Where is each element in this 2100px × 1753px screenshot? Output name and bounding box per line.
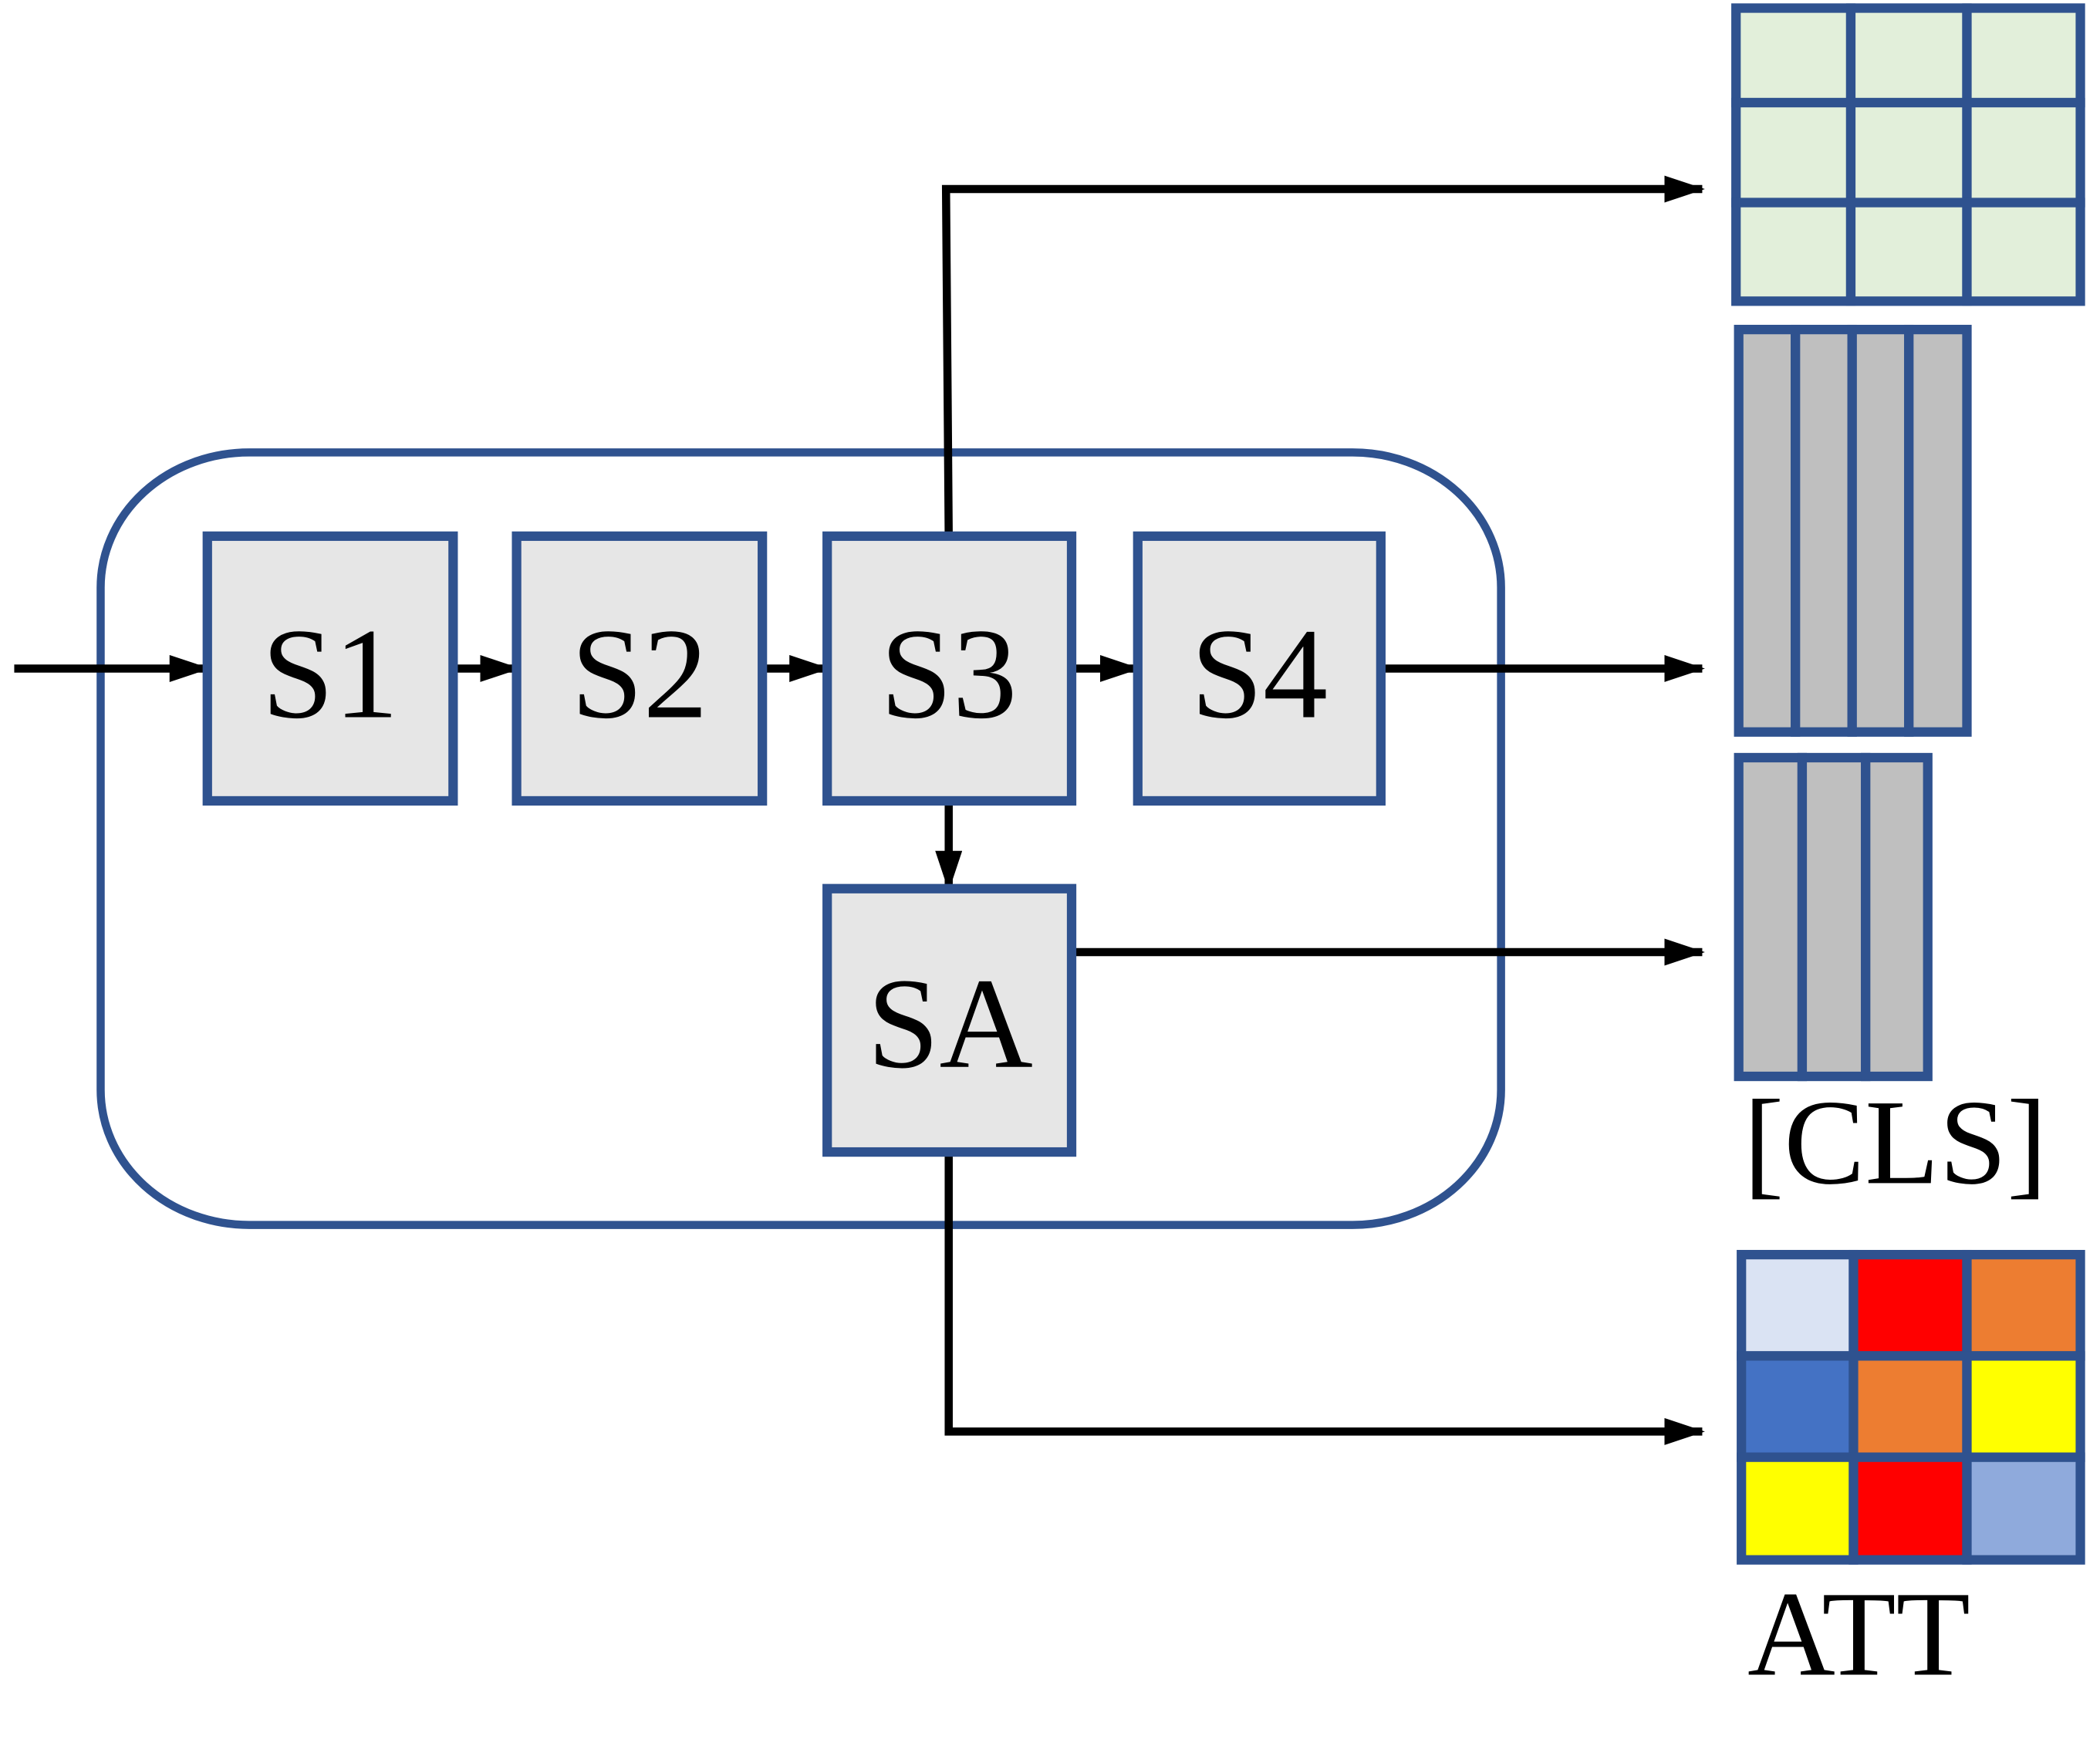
grid-cell [1731,198,1856,306]
cls-token-column [1861,752,1933,1082]
att-cell [1848,1249,1972,1361]
att-cell [1962,1452,2085,1565]
att-cell [1737,1351,1859,1462]
att-cell [1962,1249,2085,1361]
att-cell [1962,1351,2085,1462]
stage-boxes [202,531,1386,1157]
arrow-sa-to-att [944,1154,1705,1445]
stage-label-s4: S4 [1191,602,1328,745]
stage-label-s3: S3 [880,602,1017,745]
stage-label-s2: S2 [571,602,707,745]
stage-box-s3 [822,531,1077,806]
grid-cell [1962,198,2085,306]
stage-box-s4 [1133,531,1386,806]
att-cell [1848,1452,1972,1565]
cls-token-column [1797,752,1871,1082]
stage-box-s2 [511,531,768,806]
token-column [1847,324,1914,737]
stage-label-sa: SA [867,952,1033,1096]
cls-tokens-output [1734,752,1933,1082]
token-column [1734,324,1801,737]
att-label: ATT [1747,1567,1970,1701]
att-cell [1737,1452,1859,1565]
grid-cell [1845,198,1972,306]
att-cell [1848,1351,1972,1462]
att-cell [1737,1249,1859,1361]
grid-cell [1962,97,2085,208]
stage-box-sa [822,883,1077,1157]
grid-cell [1731,3,1856,108]
connectors [14,175,1705,1445]
attention-map-output [1737,1249,2085,1565]
grid-cell [1962,3,2085,108]
cls-label: [CLS] [1744,1076,2048,1210]
grid-cell [1845,97,1972,208]
grid-cell [1731,97,1856,208]
cls-token-column [1734,752,1808,1082]
feature-grid-output [1731,3,2085,306]
backbone-container [96,448,1505,1229]
stage-label-s1: S1 [262,602,398,745]
stage-box-s1 [202,531,458,806]
token-column [1791,324,1857,737]
token-column [1904,324,1972,737]
token-columns-output [1734,324,1972,737]
arrow-s3-to-grid [941,175,1705,536]
grid-cell [1845,3,1972,108]
